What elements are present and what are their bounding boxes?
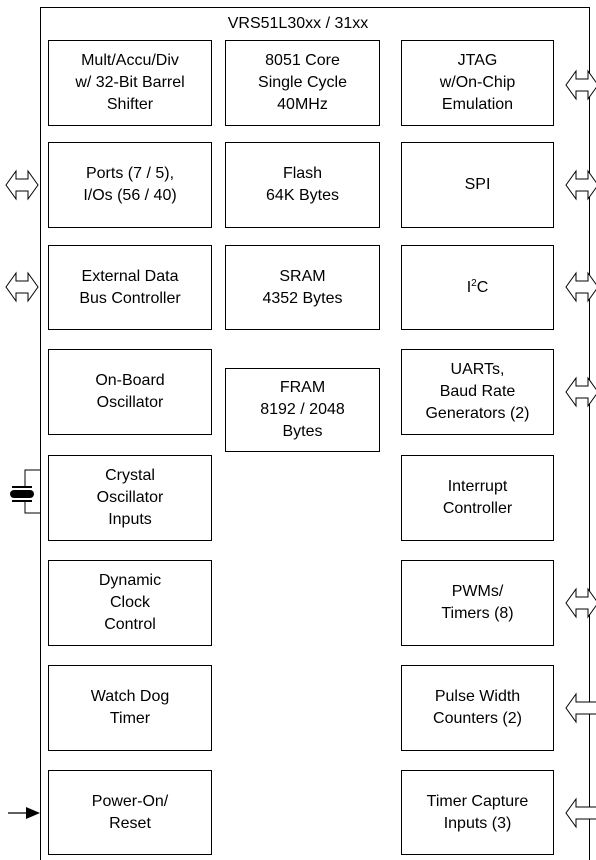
block-line: 40MHz <box>277 96 328 113</box>
block-jtag: JTAG w/On-Chip Emulation <box>401 40 554 126</box>
block-line: On-Board <box>95 372 165 389</box>
block-on-board-oscillator: On-Board Oscillator <box>48 349 212 435</box>
block-line: Timer Capture <box>426 792 529 810</box>
block-line: 4352 Bytes <box>262 289 343 307</box>
block-uarts: UARTs, Baud Rate Generators (2) <box>401 349 554 435</box>
block-fram: FRAM 8192 / 2048 Bytes <box>225 368 380 452</box>
block-line: 8051 Core <box>265 52 340 69</box>
block-line: Controller <box>442 500 513 517</box>
block-line: Pulse Width <box>434 688 521 705</box>
block-line: Baud Rate <box>439 383 516 400</box>
block-line: Bytes <box>282 423 323 440</box>
block-power-on-reset: Power-On/ Reset <box>48 770 212 855</box>
block-line: 8192 / 2048 <box>260 401 345 418</box>
block-line: Single Cycle <box>258 74 347 91</box>
block-pulse-width-counters: Pulse Width Counters (2) <box>401 665 554 751</box>
block-line: w/On-Chip <box>439 74 516 91</box>
block-line: JTAG <box>457 52 498 69</box>
block-line: 64K Bytes <box>266 187 339 204</box>
i2c-rest: C <box>476 278 489 296</box>
block-mult-accu-div: Mult/Accu/Div w/ 32-Bit Barrel Shifter <box>48 40 212 126</box>
chip-outline <box>40 7 590 860</box>
block-line: External Data <box>81 267 179 285</box>
block-flash: Flash 64K Bytes <box>225 142 380 228</box>
block-pwms-timers: PWMs/ Timers (8) <box>401 560 554 646</box>
block-external-data-bus: External Data Bus Controller <box>48 245 212 330</box>
bidirectional-arrow-icon <box>5 170 39 200</box>
block-line: PWMs/ <box>451 583 504 600</box>
block-line: SPI <box>464 176 491 193</box>
block-line: Bus Controller <box>79 289 181 307</box>
block-spi: SPI <box>401 142 554 228</box>
block-crystal-oscillator-inputs: Crystal Oscillator Inputs <box>48 455 212 541</box>
block-line: UARTs, <box>450 361 505 378</box>
block-line: Inputs (3) <box>443 814 512 832</box>
block-line: Flash <box>282 165 323 182</box>
block-line: Reset <box>109 814 151 832</box>
block-i2c: I2C <box>401 245 554 330</box>
i2c-label: I2C <box>467 277 489 299</box>
block-line: Oscillator <box>96 489 164 506</box>
block-watch-dog-timer: Watch Dog Timer <box>48 665 212 751</box>
block-line: Interrupt <box>447 478 508 495</box>
block-line: Crystal <box>105 467 155 484</box>
block-line: Clock <box>109 594 150 611</box>
block-line: I/Os (56 / 40) <box>83 187 177 204</box>
block-line: Emulation <box>441 96 514 113</box>
block-line: Timer <box>109 710 151 727</box>
block-line: Inputs <box>108 511 152 528</box>
bidirectional-arrow-icon <box>5 272 39 302</box>
block-line: Shifter <box>106 96 154 113</box>
block-line: Ports (7 / 5), <box>85 165 175 182</box>
block-line: Power-On/ <box>91 792 169 810</box>
block-timer-capture-inputs: Timer Capture Inputs (3) <box>401 770 554 855</box>
block-line: FRAM <box>279 379 326 396</box>
block-line: Dynamic <box>98 572 162 589</box>
crystal-icon <box>10 469 40 514</box>
chip-title: VRS51L30xx / 31xx <box>227 15 369 32</box>
block-ports-ios: Ports (7 / 5), I/Os (56 / 40) <box>48 142 212 228</box>
block-8051-core: 8051 Core Single Cycle 40MHz <box>225 40 380 126</box>
i2c-base: I <box>466 278 472 296</box>
block-line: SRAM <box>279 267 326 285</box>
block-line: Control <box>104 616 156 633</box>
block-dynamic-clock-control: Dynamic Clock Control <box>48 560 212 646</box>
block-line: Timers (8) <box>441 605 514 622</box>
block-line: Watch Dog <box>90 688 170 705</box>
block-line: Counters (2) <box>433 710 522 727</box>
block-line: Oscillator <box>96 394 164 411</box>
block-sram: SRAM 4352 Bytes <box>225 245 380 330</box>
block-interrupt-controller: Interrupt Controller <box>401 455 554 541</box>
block-line: w/ 32-Bit Barrel <box>75 74 185 91</box>
i2c-superscript: 2 <box>471 277 477 289</box>
block-line: Generators (2) <box>425 405 530 422</box>
reset-arrow-icon <box>8 807 40 819</box>
block-line: Mult/Accu/Div <box>81 52 179 69</box>
